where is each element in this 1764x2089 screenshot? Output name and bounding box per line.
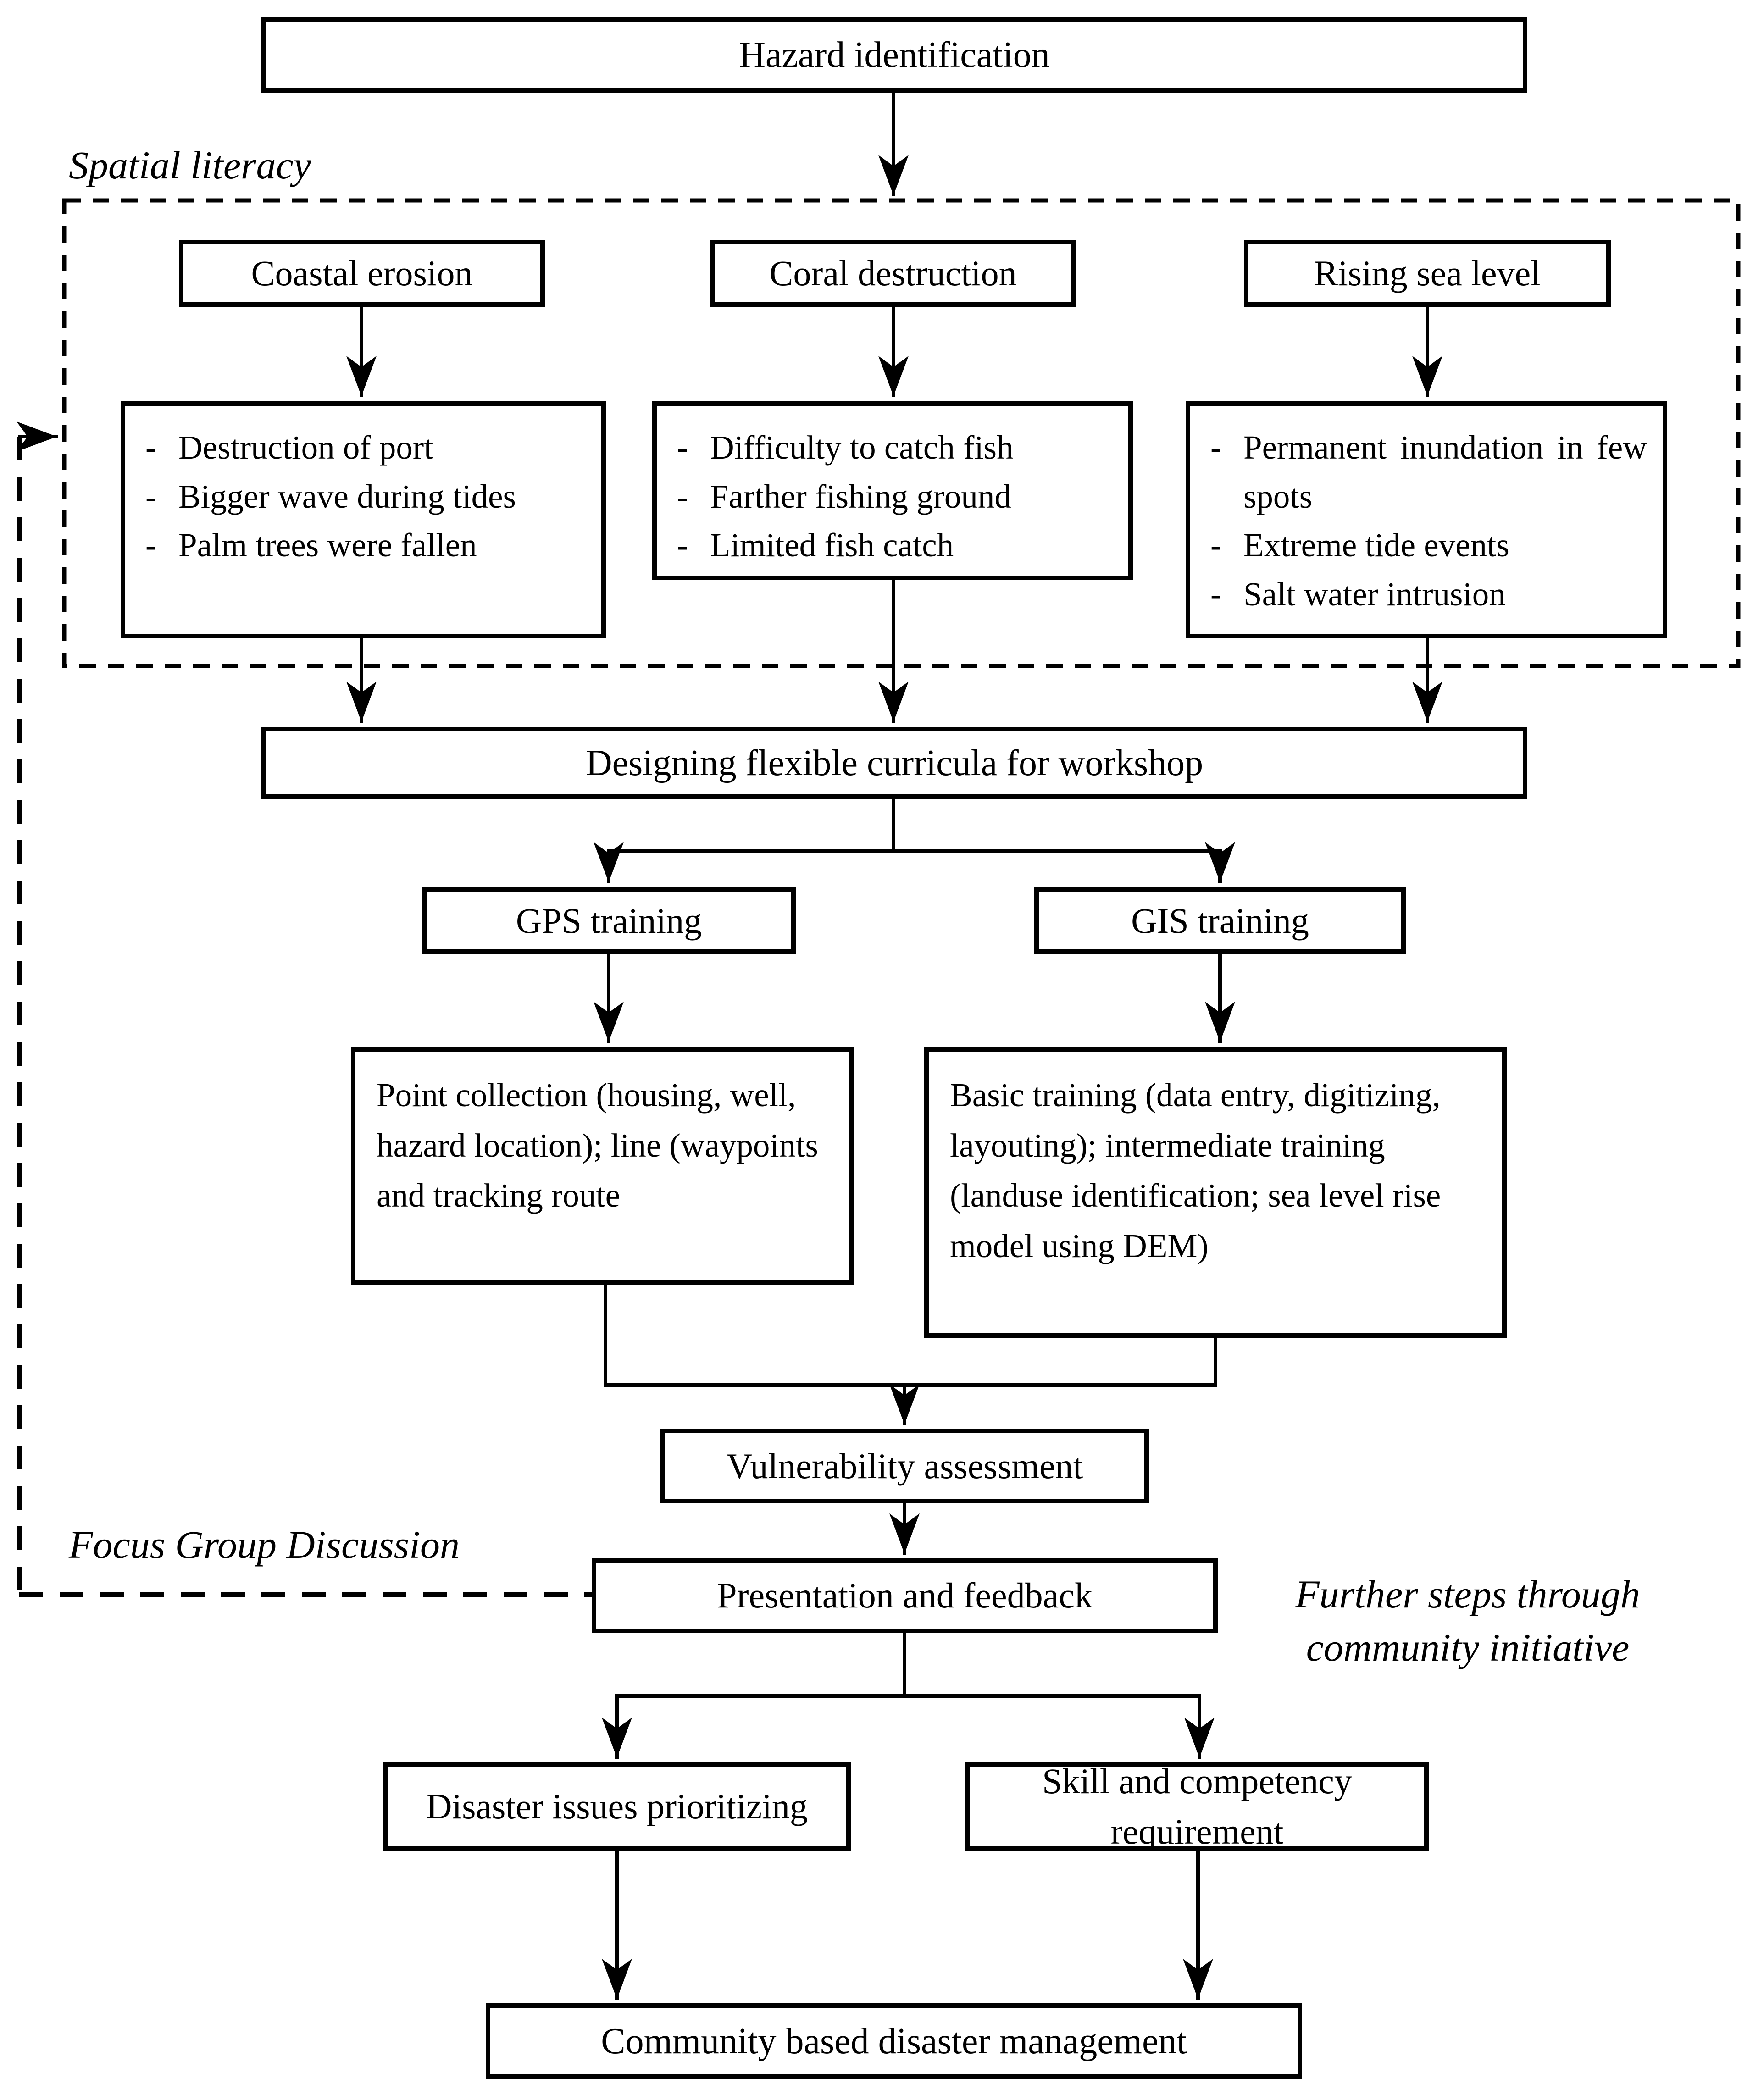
list-item-text: Limited fish catch [710,526,954,564]
further-steps-label: Further steps through community initiati… [1295,1572,1640,1670]
hazard-identification-box: Hazard identification [261,17,1527,93]
coral-destruction-box: Coral destruction [710,240,1076,307]
gps-training-label: GPS training [516,900,702,941]
coastal-erosion-label: Coastal erosion [251,253,473,294]
list-item: - Extreme tide events [1210,521,1647,570]
dash-bullet: - [677,526,688,564]
dash-bullet: - [1210,575,1222,613]
rising-sea-level-impacts-list: - Permanent inundation in few spots - Ex… [1210,423,1647,619]
gis-training-label: GIS training [1131,900,1309,941]
list-item-text: Bigger wave during tides [178,477,516,515]
list-item: - Bigger wave during tides [145,472,586,521]
spatial-literacy-frame [62,198,1741,668]
list-item-text: Salt water intrusion [1243,575,1506,613]
disaster-issues-label: Disaster issues prioritizing [426,1786,808,1826]
designing-curricula-box: Designing flexible curricula for worksho… [261,727,1527,799]
vulnerability-assessment-box: Vulnerability assessment [660,1429,1149,1503]
list-item-text: Extreme tide events [1243,526,1509,564]
list-item: - Palm trees were fallen [145,521,586,570]
dash-bullet: - [1210,526,1222,564]
coral-destruction-label: Coral destruction [769,253,1017,294]
list-item-text: Farther fishing ground [710,477,1011,515]
list-item-text: Difficulty to catch fish [710,429,1014,466]
list-item: - Salt water intrusion [1210,570,1647,619]
coastal-erosion-box: Coastal erosion [179,240,545,307]
designing-curricula-label: Designing flexible curricula for worksho… [585,743,1204,783]
list-item: - Farther fishing ground [677,472,1113,521]
list-item-text: Palm trees were fallen [178,526,477,564]
list-item: - Permanent inundation in few spots [1210,423,1647,521]
coastal-erosion-impacts-box: - Destruction of port - Bigger wave duri… [121,401,606,638]
coral-destruction-impacts-list: - Difficulty to catch fish - Farther fis… [677,423,1113,570]
dash-bullet: - [677,429,688,466]
dash-bullet: - [145,429,157,466]
rising-sea-level-label: Rising sea level [1314,253,1541,294]
spatial-literacy-label: Spatial literacy [69,143,311,187]
coastal-erosion-impacts-list: - Destruction of port - Bigger wave duri… [145,423,586,570]
community-management-box: Community based disaster management [486,2003,1302,2079]
gis-training-box: GIS training [1034,887,1406,954]
dash-bullet: - [677,477,688,515]
dash-bullet: - [145,526,157,564]
dash-bullet: - [145,477,157,515]
gps-training-detail-text: Point collection (housing, well, hazard … [377,1076,818,1214]
dash-bullet: - [1210,429,1222,466]
disaster-issues-box: Disaster issues prioritizing [383,1762,851,1851]
gis-training-detail-box: Basic training (data entry, digitizing, … [924,1047,1507,1338]
list-item: - Limited fish catch [677,521,1113,570]
list-item-text: Permanent inundation in few spots [1243,429,1647,515]
focus-group-discussion-label: Focus Group Discussion [69,1523,460,1567]
rising-sea-level-box: Rising sea level [1244,240,1611,307]
presentation-feedback-box: Presentation and feedback [592,1558,1218,1633]
gps-training-detail-box: Point collection (housing, well, hazard … [351,1047,854,1285]
skill-competency-label: Skill and competency requirement [1042,1761,1352,1851]
gps-training-box: GPS training [422,887,796,954]
presentation-feedback-label: Presentation and feedback [717,1575,1093,1616]
gis-training-detail-text: Basic training (data entry, digitizing, … [950,1076,1441,1264]
list-item-text: Destruction of port [178,429,433,466]
coral-destruction-impacts-box: - Difficulty to catch fish - Farther fis… [652,401,1133,580]
community-management-label: Community based disaster management [601,2021,1187,2061]
list-item: - Destruction of port [145,423,586,472]
skill-competency-box: Skill and competency requirement [965,1761,1429,1851]
list-item: - Difficulty to catch fish [677,423,1113,472]
vulnerability-assessment-label: Vulnerability assessment [726,1446,1083,1486]
hazard-identification-label: Hazard identification [739,35,1050,75]
rising-sea-level-impacts-box: - Permanent inundation in few spots - Ex… [1186,401,1667,638]
